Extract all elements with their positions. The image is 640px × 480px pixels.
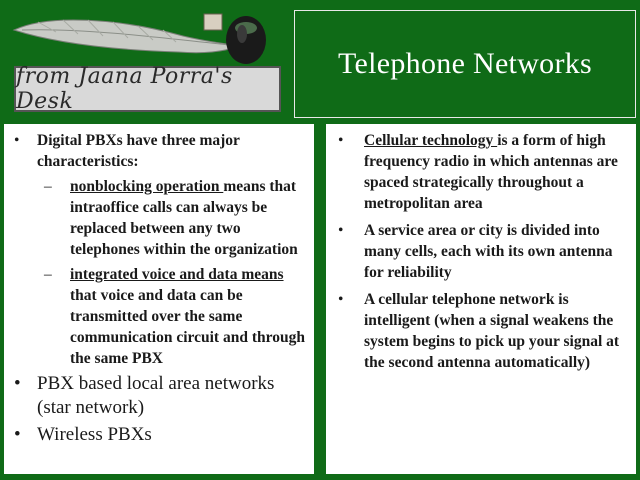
bullet-text: is a form of high frequency radio in whi… [364, 132, 618, 212]
dash-marker: – [44, 266, 52, 283]
bullet-item: • A cellular telephone network is intell… [334, 289, 628, 373]
bullet-marker: • [14, 424, 21, 445]
bullet-content: Cellular technology is a form of high fr… [364, 130, 628, 214]
sub-bullet-item: – integrated voice and data means that v… [14, 264, 308, 369]
bullet-text: PBX based local area networks (star netw… [37, 373, 275, 418]
bullet-text: A service area or city is divided into m… [364, 222, 613, 281]
bullet-item: • A service area or city is divided into… [334, 220, 628, 283]
logo-signature: from Jaana Porra's Desk [14, 64, 281, 114]
sub-bullet-item: – nonblocking operation means that intra… [14, 176, 308, 260]
left-panel: • Digital PBXs have three major characte… [4, 124, 314, 474]
bullet-marker: • [338, 291, 344, 308]
logo-text: from Jaana Porra's Desk [16, 64, 233, 114]
sub-bullet-content: integrated voice and data means that voi… [70, 264, 308, 369]
quill-inkwell-icon [12, 13, 266, 64]
bullet-text: A cellular telephone network is intellig… [364, 291, 620, 371]
dash-marker: – [44, 178, 52, 195]
underlined-term: nonblocking operation [70, 178, 224, 195]
bullet-marker: • [338, 132, 344, 149]
bullet-text: Wireless PBXs [37, 424, 152, 445]
sub-bullet-text: means that intraoffice calls can always … [70, 178, 298, 258]
sub-bullet-text: that voice and data can be transmitted o… [70, 287, 305, 367]
sub-bullet-content: nonblocking operation means that intraof… [70, 176, 308, 260]
bullet-item: • Digital PBXs have three major characte… [14, 130, 308, 172]
bullet-marker: • [14, 373, 21, 394]
bullet-item: • Cellular technology is a form of high … [334, 130, 628, 214]
bullet-marker: • [14, 132, 20, 149]
bullet-item: • Wireless PBXs [14, 423, 308, 447]
slide-title: Telephone Networks [337, 47, 593, 80]
right-panel: • Cellular technology is a form of high … [326, 124, 636, 474]
title-box: Telephone Networks [294, 10, 636, 118]
underlined-term: Cellular technology [364, 132, 498, 149]
bullet-item: • PBX based local area networks (star ne… [14, 372, 308, 420]
bullet-text: Digital PBXs have three major characteri… [37, 132, 240, 170]
bullet-marker: • [338, 222, 344, 239]
underlined-term: integrated voice and data means [70, 266, 284, 283]
